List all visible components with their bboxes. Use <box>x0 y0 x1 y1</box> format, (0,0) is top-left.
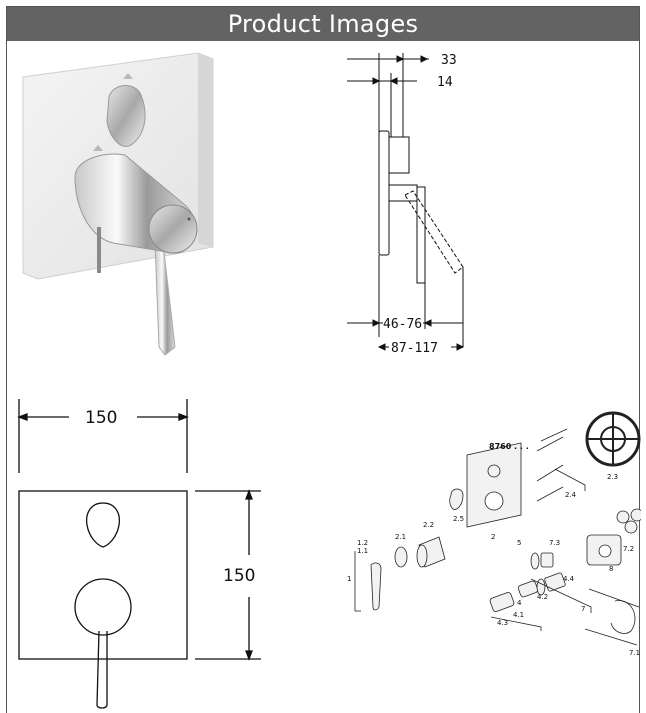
label-4-2: 4.2 <box>537 593 548 601</box>
dim-14: 14 <box>437 75 453 90</box>
label-2: 2 <box>491 533 495 541</box>
label-7-2: 7.3 <box>549 539 560 547</box>
label-8: 7.1 <box>629 649 640 657</box>
dim-87-117: 87-117 <box>391 341 438 356</box>
panel-title: Product Images <box>7 7 639 41</box>
exploded-parts-view[interactable]: 8760 . . . 1.2 1.1 1 2.1 2.2 2.5 2 2.4 2… <box>341 399 641 659</box>
dim-width-150: 150 <box>85 408 117 428</box>
side-dimension-drawing[interactable]: 33 14 46-76 87-117 <box>333 47 483 357</box>
label-7-3: 8 <box>609 565 613 573</box>
dim-46-76: 46-76 <box>383 317 422 332</box>
product-images-panel: Product Images <box>6 6 641 713</box>
label-1-2: 1.2 <box>357 539 368 547</box>
label-4-3: 4.3 <box>497 619 508 627</box>
label-2-2: 2.2 <box>423 521 434 529</box>
exploded-code: 8760 . . . <box>489 442 529 451</box>
front-dimension-drawing[interactable]: 150 150 <box>9 395 279 711</box>
label-2-4: 2.4 <box>565 491 577 499</box>
label-2-3: 2.3 <box>607 473 618 481</box>
label-1: 1 <box>347 575 351 583</box>
label-7-1: 7.2 <box>623 545 634 553</box>
dim-height-150: 150 <box>223 566 255 586</box>
label-2-5: 2.5 <box>453 515 464 523</box>
dim-33: 33 <box>441 53 457 68</box>
label-2-1: 2.1 <box>395 533 406 541</box>
label-5: 5 <box>517 539 521 547</box>
label-4-4: 4.4 <box>563 575 575 583</box>
product-photo[interactable] <box>13 47 233 367</box>
label-4-1: 4.1 <box>513 611 524 619</box>
label-1-1: 1.1 <box>357 547 368 555</box>
label-7: 7 <box>581 605 585 613</box>
label-4: 4 <box>517 599 522 607</box>
